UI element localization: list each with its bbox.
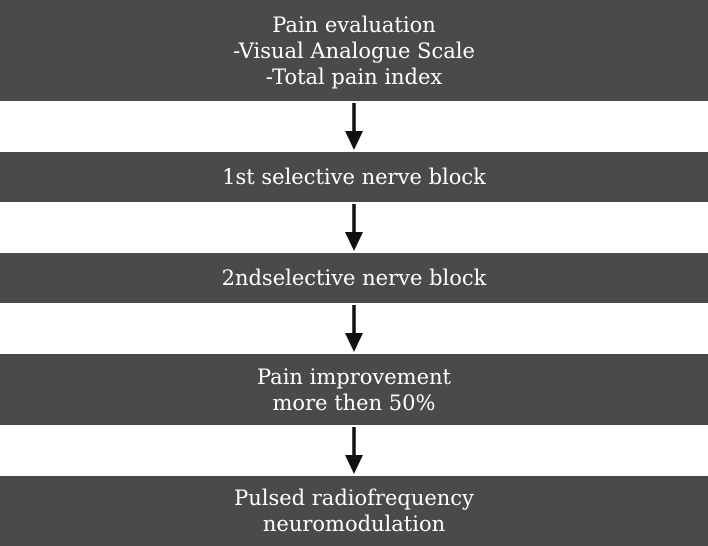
step-text-line: more then 50% (272, 390, 436, 415)
step-text-line: neuromodulation (262, 512, 446, 536)
step-text-line: 2ndselective nerve block (221, 266, 487, 290)
step-text-line: Pulsed radiofrequency (234, 486, 474, 510)
step-text-line: 1st selective nerve block (222, 165, 486, 189)
step-text-line: Pain evaluation (272, 12, 436, 37)
step-pain-evaluation: Pain evaluation -Visual Analogue Scale -… (0, 0, 708, 101)
step-second-nerve-block: 2ndselective nerve block (0, 253, 708, 303)
step-first-nerve-block: 1st selective nerve block (0, 152, 708, 202)
step-text-line: -Visual Analogue Scale (233, 38, 475, 63)
step-text-line: -Total pain index (265, 64, 443, 89)
step-text-line: Pain improvement (257, 364, 451, 389)
down-arrow-icon (343, 101, 365, 152)
down-arrow-icon (343, 425, 365, 476)
step-pain-improvement: Pain improvement more then 50% (0, 354, 708, 425)
down-arrow-icon (343, 202, 365, 253)
down-arrow-icon (343, 303, 365, 354)
step-pulsed-radiofrequency: Pulsed radiofrequency neuromodulation (0, 476, 708, 546)
